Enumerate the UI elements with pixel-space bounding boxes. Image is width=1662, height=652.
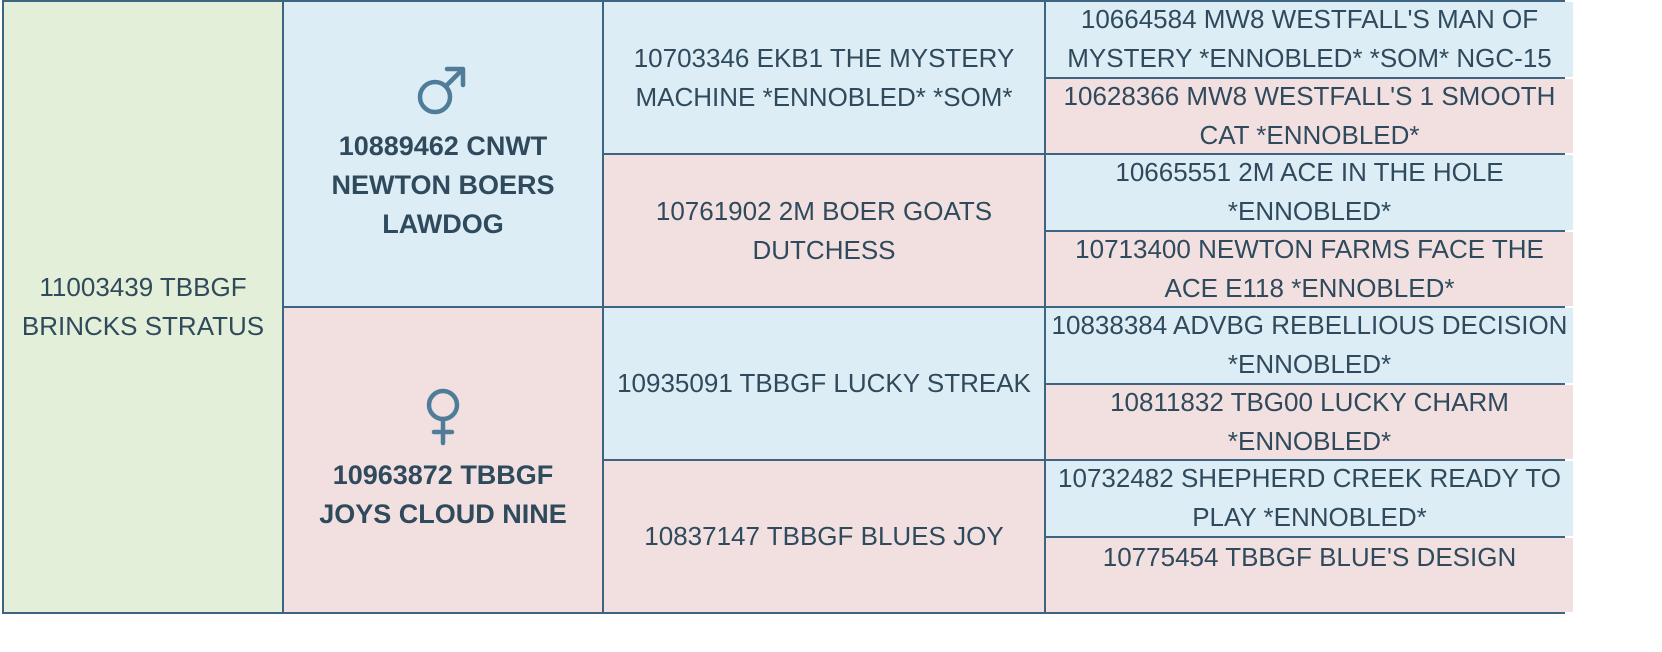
sire-cell: 10889462 CNWT NEWTON BOERS LAWDOG xyxy=(284,2,602,306)
male-symbol-icon xyxy=(415,64,471,129)
great-grandparent-name: 10665551 2M ACE IN THE HOLE *ENNOBLED* xyxy=(1115,157,1504,227)
grandparent-name: 10935091 TBBGF LUCKY STREAK xyxy=(617,368,1031,398)
dam-name: 10963872 TBBGF JOYS CLOUD NINE xyxy=(319,459,567,529)
grandparent-name: 10837147 TBBGF BLUES JOY xyxy=(644,521,1004,551)
great-grandparent-cell: 10713400 NEWTON FARMS FACE THE ACE E118 … xyxy=(1046,231,1573,306)
great-grandparent-cell: 10665551 2M ACE IN THE HOLE *ENNOBLED* xyxy=(1046,155,1573,230)
grandparent-cell: 10935091 TBBGF LUCKY STREAK xyxy=(604,308,1044,459)
great-grandparent-name: 10811832 TBG00 LUCKY CHARM *ENNOBLED* xyxy=(1110,386,1509,456)
great-grandparent-cell: 10732482 SHEPHERD CREEK READY TO PLAY *E… xyxy=(1046,461,1573,536)
female-symbol-icon xyxy=(421,387,465,458)
great-grandparent-name: 10732482 SHEPHERD CREEK READY TO PLAY *E… xyxy=(1058,463,1561,533)
great-grandparent-name: 10664584 MW8 WESTFALL'S MAN OF MYSTERY *… xyxy=(1067,4,1552,74)
pedigree-table: 11003439 TBBGF BRINCKS STRATUS 10889462 … xyxy=(2,0,1573,614)
dam-cell: 10963872 TBBGF JOYS CLOUD NINE xyxy=(284,308,602,612)
grandparent-cell: 10703346 EKB1 THE MYSTERY MACHINE *ENNOB… xyxy=(604,2,1044,153)
grandparent-cell: 10761902 2M BOER GOATS DUTCHESS xyxy=(604,155,1044,306)
grandparent-cell: 10837147 TBBGF BLUES JOY xyxy=(604,461,1044,612)
great-grandparent-name: 10775454 TBBGF BLUE'S DESIGN xyxy=(1102,541,1517,572)
grandparent-name: 10761902 2M BOER GOATS DUTCHESS xyxy=(655,195,993,265)
subject-cell: 11003439 TBBGF BRINCKS STRATUS xyxy=(4,2,282,612)
great-grandparent-cell: 10838384 ADVBG REBELLIOUS DECISION *ENNO… xyxy=(1046,308,1573,383)
great-grandparent-cell: 10628366 MW8 WESTFALL'S 1 SMOOTH CAT *EN… xyxy=(1046,78,1573,153)
great-grandparent-name: 10838384 ADVBG REBELLIOUS DECISION *ENNO… xyxy=(1051,310,1568,380)
great-grandparent-name: 10628366 MW8 WESTFALL'S 1 SMOOTH CAT *EN… xyxy=(1063,80,1556,150)
great-grandparent-name: 10713400 NEWTON FARMS FACE THE ACE E118 … xyxy=(1075,233,1544,303)
great-grandparent-cell: 10664584 MW8 WESTFALL'S MAN OF MYSTERY *… xyxy=(1046,2,1573,77)
sire-name: 10889462 CNWT NEWTON BOERS LAWDOG xyxy=(331,131,555,239)
great-grandparent-cell: 10811832 TBG00 LUCKY CHARM *ENNOBLED* xyxy=(1046,384,1573,459)
grandparent-name: 10703346 EKB1 THE MYSTERY MACHINE *ENNOB… xyxy=(633,42,1015,112)
great-grandparent-cell: 10775454 TBBGF BLUE'S DESIGN xyxy=(1046,537,1573,612)
subject-name: 11003439 TBBGF BRINCKS STRATUS xyxy=(21,272,265,341)
